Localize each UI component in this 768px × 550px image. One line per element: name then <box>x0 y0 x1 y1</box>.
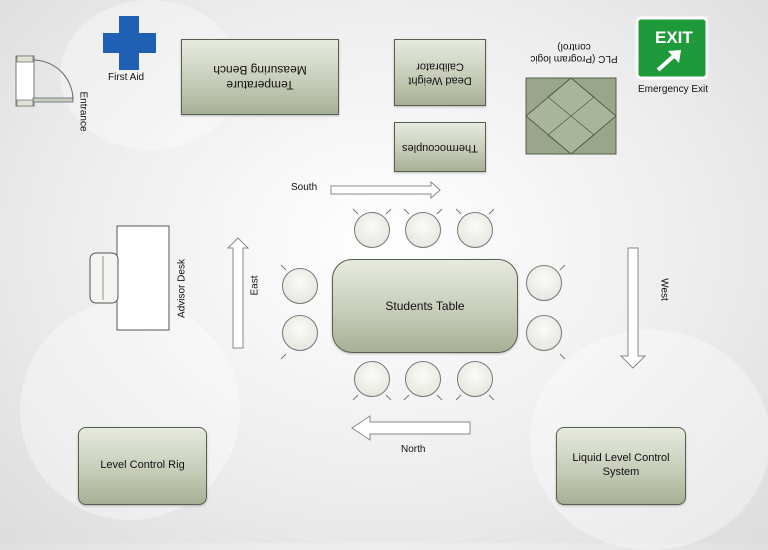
first-aid-label: First Aid <box>108 72 145 83</box>
north-arrow-icon <box>351 415 471 441</box>
chair <box>457 212 493 248</box>
chair <box>457 361 493 397</box>
exit-sign-text: EXIT <box>655 28 693 47</box>
east-arrow-icon <box>226 237 250 349</box>
entrance-door-icon <box>15 55 74 107</box>
first-aid-icon <box>103 16 156 70</box>
plc-icon <box>525 77 617 155</box>
chair <box>526 265 562 301</box>
west-label: West <box>658 278 670 301</box>
south-label: South <box>291 182 318 193</box>
chair <box>354 212 390 248</box>
level-control-rig-label: Level Control Rig <box>100 459 185 472</box>
south-arrow-icon <box>330 180 441 200</box>
chair <box>526 315 562 351</box>
advisor-desk-icon <box>89 225 170 331</box>
plc-label: PLC (Program logic control) <box>530 41 618 64</box>
dead-weight-label: Dead Weight Calibrator <box>408 60 472 87</box>
level-control-rig: Level Control Rig <box>78 427 207 505</box>
entrance-label: Entrance <box>77 91 89 132</box>
chair <box>282 268 318 304</box>
dead-weight-calibrator: Dead Weight Calibrator <box>394 39 486 106</box>
thermocouples: Thermocouples <box>394 122 486 172</box>
thermocouples-label: Thermocouples <box>402 141 478 154</box>
liquid-level-label: Liquid Level Control System <box>572 452 670 478</box>
chair <box>405 212 441 248</box>
west-arrow-icon <box>619 247 647 369</box>
students-table: Students Table <box>332 259 518 353</box>
chair <box>354 361 390 397</box>
chair-ticks <box>280 208 566 401</box>
advisor-desk-label: Advisor Desk <box>176 259 188 318</box>
students-table-label: Students Table <box>385 298 465 313</box>
chair <box>405 361 441 397</box>
exit-sign-icon <box>635 16 709 80</box>
emergency-exit-label: Emergency Exit <box>638 84 709 95</box>
north-label: North <box>401 444 426 455</box>
temperature-bench-label: Temperature Measuring Bench <box>213 63 307 92</box>
east-label: East <box>249 275 261 296</box>
chair <box>282 315 318 351</box>
temperature-measuring-bench: Temperature Measuring Bench <box>181 39 339 115</box>
liquid-level-control-system: Liquid Level Control System <box>556 427 686 505</box>
